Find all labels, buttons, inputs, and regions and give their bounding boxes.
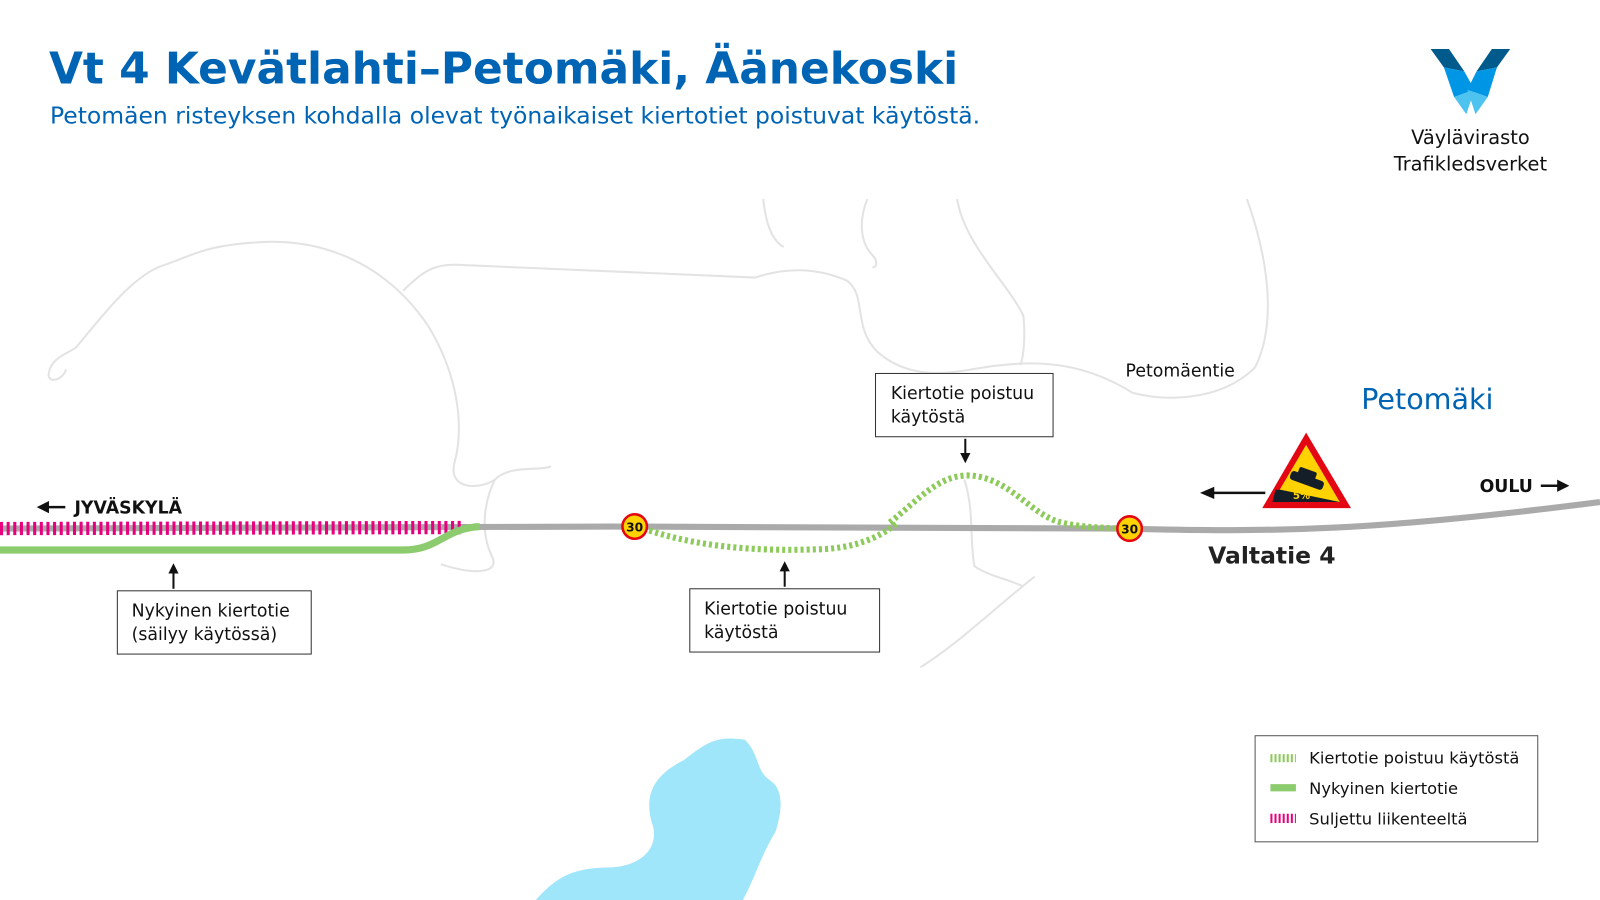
svg-text:Nykyinen kiertotie: Nykyinen kiertotie xyxy=(1309,779,1458,798)
steep-descent-warning-sign: 5% xyxy=(1262,432,1352,509)
svg-text:5%: 5% xyxy=(1293,491,1310,502)
removed-detour-south xyxy=(636,520,900,553)
lake xyxy=(535,738,781,900)
direction-west: JYVÄSKYLÄ xyxy=(36,496,183,518)
svg-text:30: 30 xyxy=(1121,523,1138,537)
vaylavirasto-logo: Väylävirasto Trafikledsverket xyxy=(1393,48,1548,175)
arrow-left-icon xyxy=(1200,486,1266,499)
svg-text:JYVÄSKYLÄ: JYVÄSKYLÄ xyxy=(73,496,182,518)
street-label: Petomäentie xyxy=(1126,362,1235,382)
svg-text:Väylävirasto: Väylävirasto xyxy=(1411,126,1530,149)
callout-south: Kiertotie poistuu käytöstä xyxy=(689,561,881,653)
callout-current-detour: Nykyinen kiertotie (säilyy käytössä) xyxy=(116,563,312,655)
page-subtitle: Petomäen risteyksen kohdalla olevat työn… xyxy=(50,101,980,129)
road-label: Valtatie 4 xyxy=(1208,541,1335,569)
closed-section xyxy=(0,520,465,536)
svg-text:Kiertotie poistuu: Kiertotie poistuu xyxy=(891,384,1034,404)
svg-text:Kiertotie poistuu: Kiertotie poistuu xyxy=(704,599,847,619)
svg-text:Kiertotie poistuu käytöstä: Kiertotie poistuu käytöstä xyxy=(1309,748,1519,767)
svg-text:30: 30 xyxy=(626,521,643,535)
main-road-valtatie-4 xyxy=(0,499,1600,534)
car-icon xyxy=(1289,467,1324,490)
svg-text:OULU: OULU xyxy=(1480,477,1533,497)
page-title: Vt 4 Kevätlahti–Petomäki, Äänekoski xyxy=(49,42,958,95)
background-roads xyxy=(47,198,1269,669)
callout-north: Kiertotie poistuu käytöstä xyxy=(875,372,1054,464)
svg-text:Suljettu liikenteeltä: Suljettu liikenteeltä xyxy=(1309,809,1467,828)
direction-east: OULU xyxy=(1480,477,1570,497)
current-detour xyxy=(0,522,480,554)
legend: Kiertotie poistuu käytöstä Nykyinen kier… xyxy=(1254,735,1539,843)
svg-text:käytöstä: käytöstä xyxy=(704,623,778,643)
svg-text:(säilyy käytössä): (säilyy käytössä) xyxy=(132,625,277,645)
speed-limit-sign-east: 30 xyxy=(1116,515,1144,543)
speed-limit-sign-west: 30 xyxy=(621,513,649,541)
svg-text:Nykyinen kiertotie: Nykyinen kiertotie xyxy=(132,601,290,621)
svg-text:Trafikledsverket: Trafikledsverket xyxy=(1393,152,1548,175)
place-label: Petomäki xyxy=(1361,382,1493,416)
removed-detour-north xyxy=(887,472,1123,532)
svg-text:käytöstä: käytöstä xyxy=(891,407,965,427)
